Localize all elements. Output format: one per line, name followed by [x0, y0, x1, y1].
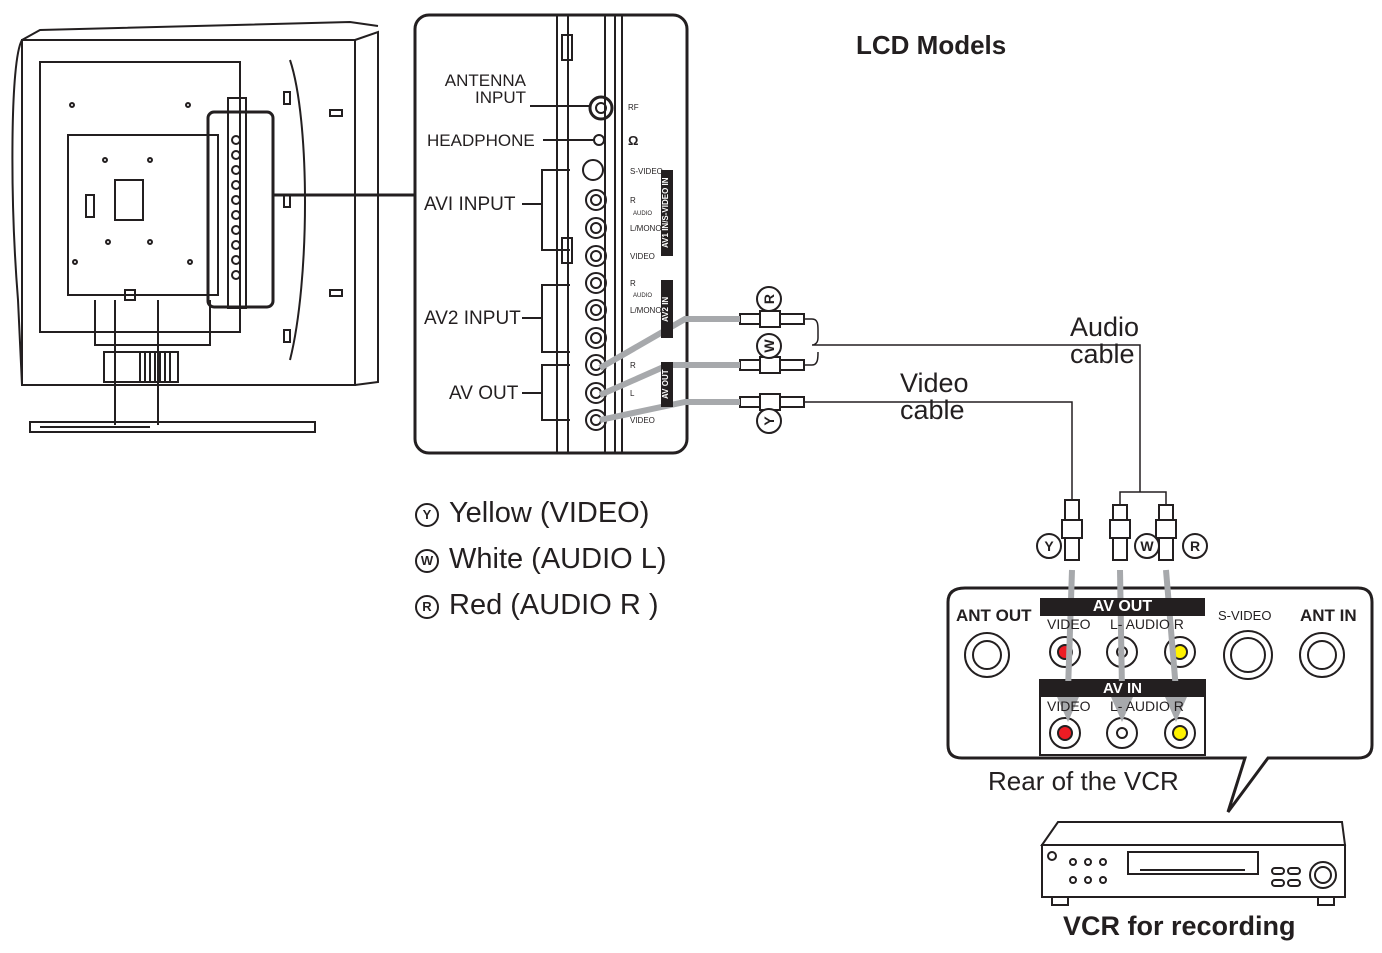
white-connector-glyph: W	[756, 333, 782, 359]
jack-label-lmono2: L/MONO	[630, 306, 662, 315]
color-legend: Y Yellow (VIDEO) W White (AUDIO L) R Red (A…	[415, 490, 667, 628]
jack-label-r2: R	[630, 279, 636, 288]
red-connector-glyph: R	[756, 286, 782, 312]
headphone-label: HEADPHONE	[427, 131, 535, 150]
legend-text: Red (AUDIO R )	[449, 589, 659, 621]
vcr-caption: VCR for recording	[1063, 911, 1296, 941]
antenna-input-label: ANTENNA INPUT	[444, 71, 526, 107]
vcr-front-illustration	[1040, 821, 1347, 906]
legend-item: Y Yellow (VIDEO)	[415, 490, 667, 536]
avout-tab: AV OUT	[661, 362, 673, 407]
vcr-audio-in-label: L- AUDIO R	[1110, 698, 1184, 714]
av2-input-label: AV2 INPUT	[424, 308, 521, 329]
yellow-connector-glyph: Y	[756, 408, 782, 434]
headphone-symbol: Ω	[628, 133, 639, 148]
thin-cables	[804, 318, 1167, 505]
red-glyph: R	[415, 595, 439, 619]
av-out-bar: AV OUT	[1040, 598, 1205, 616]
jack-label-rf: RF	[628, 103, 639, 112]
legend-text: White (AUDIO L)	[449, 543, 667, 575]
vcr-audio-out-label: L- AUDIO R	[1110, 616, 1184, 632]
vcr-s-video-label: S-VIDEO	[1218, 608, 1272, 623]
gray-arrowheads	[1054, 690, 1190, 722]
jack-label-video3: VIDEO	[630, 416, 655, 425]
av1-tab: AV1 IN/S-VIDEO IN	[661, 170, 673, 256]
vcr-video-out-label: VIDEO	[1047, 616, 1091, 632]
jack-label-lmono1: L/MONO	[630, 224, 662, 233]
jack-label-s-video: S-VIDEO	[630, 167, 663, 176]
av-in-bar: AV IN	[1041, 681, 1204, 697]
jack-label-r1: R	[630, 196, 636, 205]
audio-cable-label: Audio cable	[1070, 312, 1140, 369]
legend-item: R Red (AUDIO R )	[415, 582, 667, 628]
tv-rear-illustration	[11, 20, 415, 433]
jack-label-r3: R	[630, 361, 636, 370]
ant-in-label: ANT IN	[1300, 606, 1357, 625]
ant-out-label: ANT OUT	[956, 606, 1032, 625]
legend-text: Yellow (VIDEO)	[449, 497, 650, 529]
white-glyph: W	[415, 549, 439, 573]
page-title: LCD Models	[856, 30, 1007, 60]
red-plug-glyph: R	[1182, 533, 1208, 559]
jack-label-l3: L	[630, 389, 635, 398]
gray-cables	[598, 316, 1179, 691]
jack-label-audio1: AUDIO	[633, 211, 653, 217]
vcr-video-in-label: VIDEO	[1047, 698, 1091, 714]
tv-side-plugs	[739, 310, 805, 411]
yellow-plug-glyph: Y	[1036, 533, 1062, 559]
white-plug-glyph: W	[1134, 533, 1160, 559]
jack-label-audio2: AUDIO	[633, 293, 653, 299]
av-out-label: AV OUT	[449, 383, 519, 404]
yellow-glyph: Y	[415, 503, 439, 527]
video-cable-label: Video cable	[900, 368, 969, 425]
av2-tab: AV2 IN	[661, 280, 673, 338]
av1-input-label: AVI INPUT	[424, 194, 516, 215]
tv-jack-panel-callout	[413, 13, 689, 455]
jack-label-video1: VIDEO	[630, 252, 655, 261]
legend-item: W White (AUDIO L)	[415, 536, 667, 582]
rear-caption: Rear of the VCR	[988, 766, 1179, 796]
vcr-color-jacks	[1049, 636, 1196, 749]
